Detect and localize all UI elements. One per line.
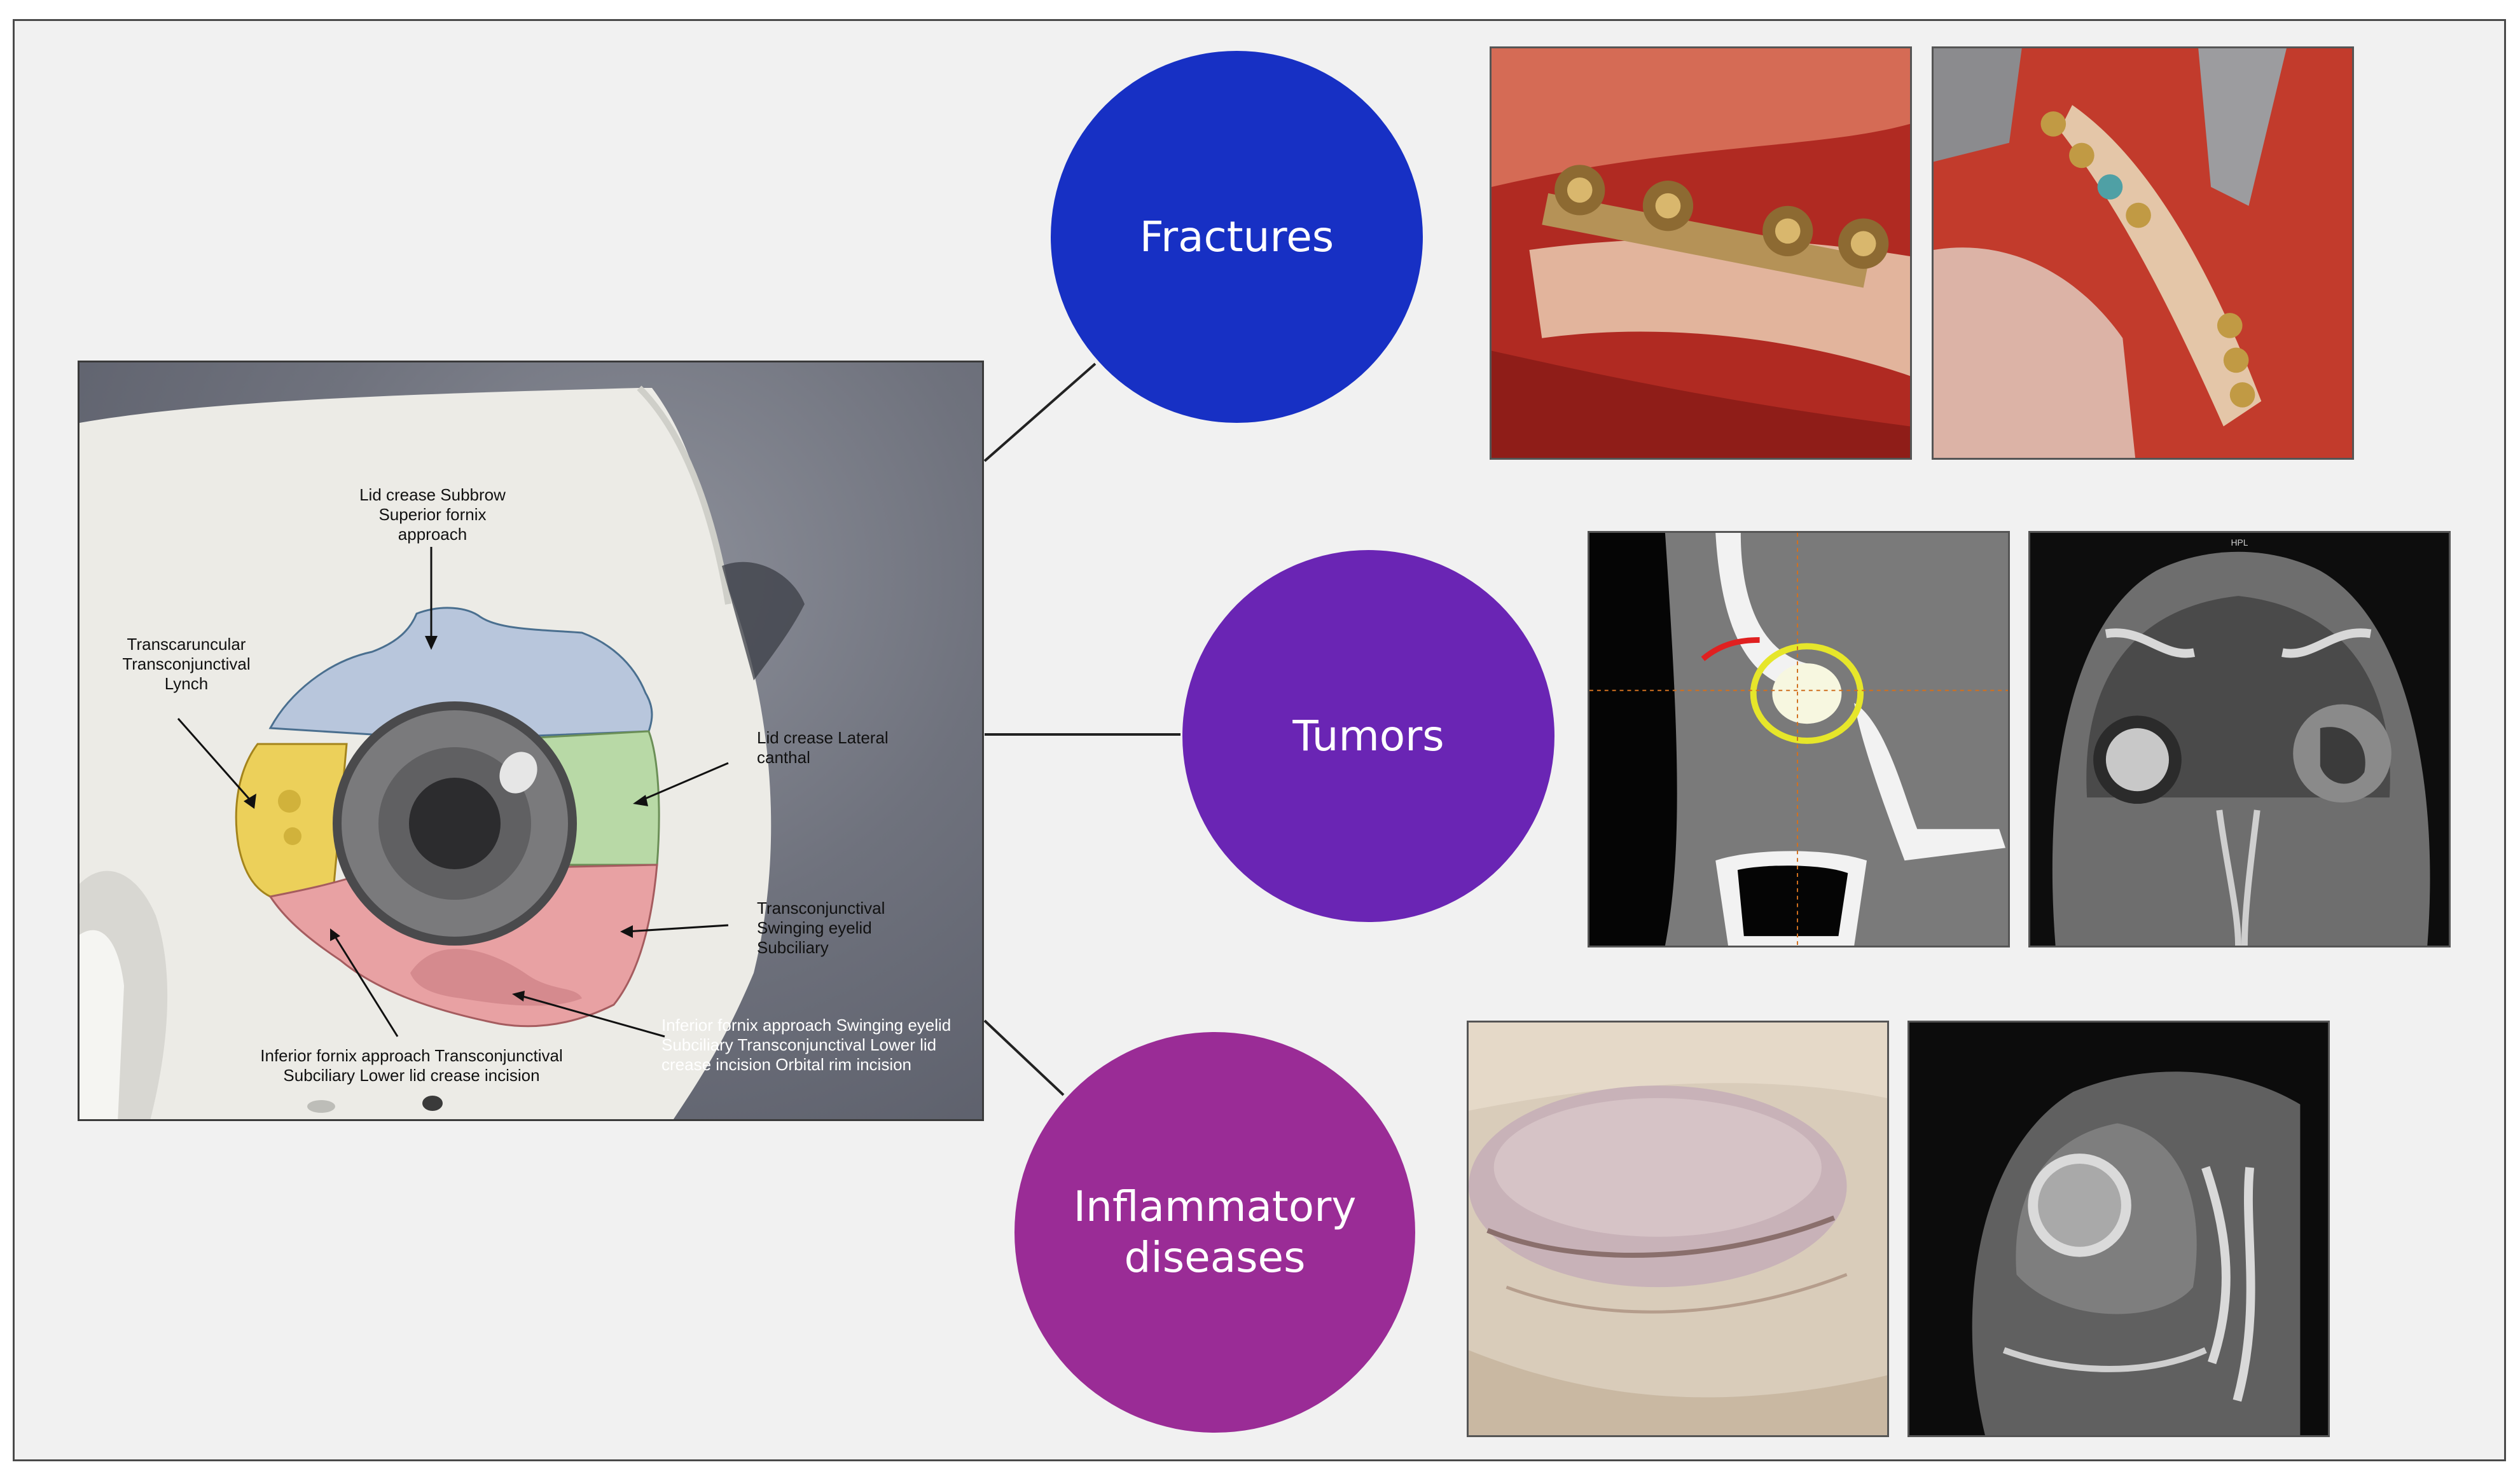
category-circle-fractures: Fractures	[1051, 51, 1423, 423]
label-lower-lid-approaches: Transconjunctival Swinging eyelid Subcil…	[757, 899, 885, 957]
inflammatory-clinical-photo	[1467, 1021, 1889, 1437]
label-medial-approaches: Transcaruncular Transconjunctival Lynch	[122, 635, 251, 693]
category-label-tumors: Tumors	[1292, 711, 1444, 761]
category-circle-inflammatory: Inflammatory diseases	[1014, 1032, 1415, 1433]
connector-fractures	[983, 362, 1097, 462]
category-label-fractures: Fractures	[1139, 212, 1334, 261]
label-inferior-right-approaches: Inferior fornix approach Swinging eyelid…	[661, 1016, 952, 1074]
inflammatory-mri-scan	[1907, 1021, 2330, 1437]
skull-drawing	[80, 385, 805, 1119]
tumor-ct-scan	[1588, 531, 2010, 947]
label-superior-approaches: Lid crease Subbrow Superior fornix appro…	[359, 485, 506, 544]
tumor-mri-scan: HPL	[2028, 531, 2451, 947]
fracture-surgery-photo-2	[1932, 46, 2354, 460]
label-lateral-approaches: Lid crease Lateral canthal	[757, 728, 889, 767]
mri-header-text: HPL	[2231, 537, 2248, 548]
category-circle-tumors: Tumors	[1182, 550, 1554, 922]
connector-inflammatory	[983, 1019, 1065, 1096]
fracture-surgery-photo-1	[1490, 46, 1912, 460]
label-inferior-left-approaches: Inferior fornix approach Transconjunctiv…	[260, 1046, 563, 1085]
category-label-inflammatory: Inflammatory diseases	[1073, 1182, 1357, 1282]
orbital-approaches-illustration: Lid crease Subbrow Superior fornix appro…	[78, 361, 984, 1121]
